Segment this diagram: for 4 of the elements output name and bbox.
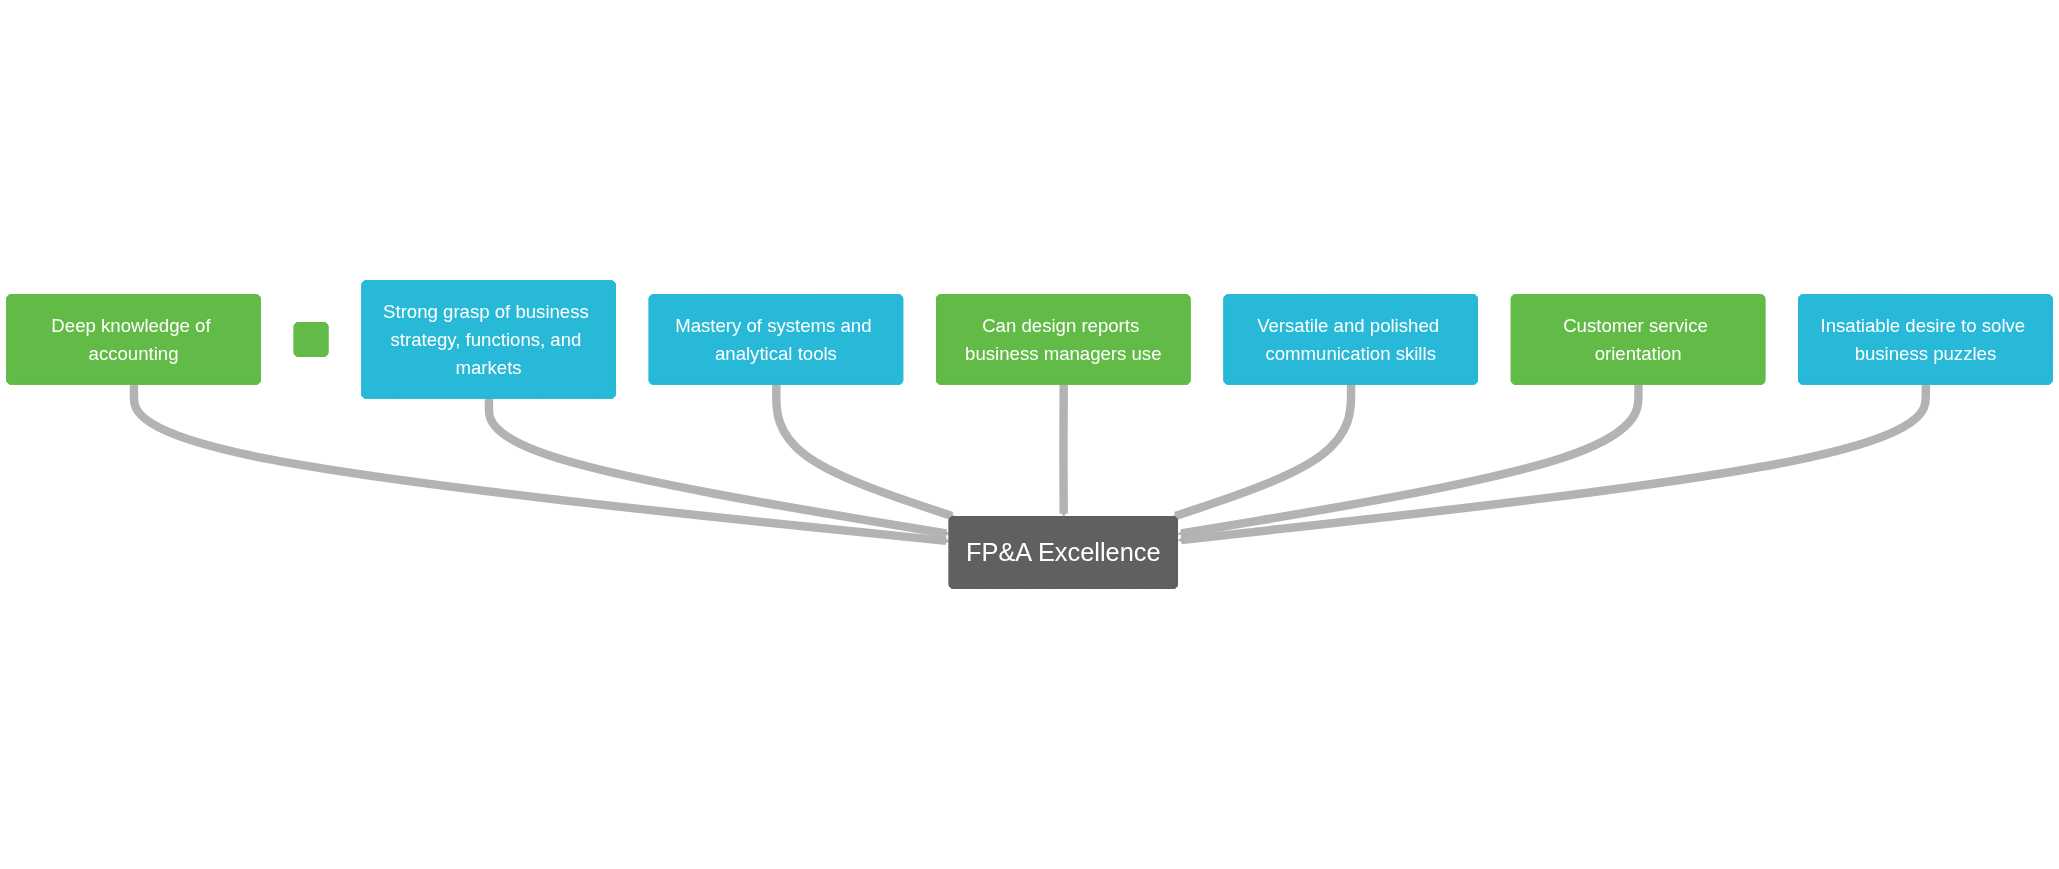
arrow: [1059, 384, 1068, 518]
arrow: [772, 384, 956, 520]
arrow: [1177, 384, 1643, 538]
arrow: [1171, 384, 1356, 520]
